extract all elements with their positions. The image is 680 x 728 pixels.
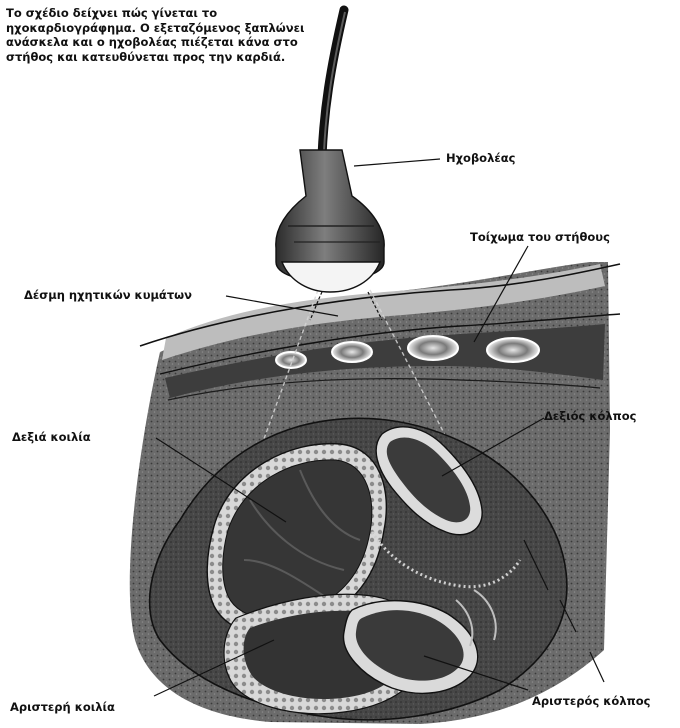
label-left-atrium: Αριστερός κόλπος (532, 694, 650, 708)
figure-caption: Το σχέδιο δείχνει πώς γίνεται το ηχοκαρδ… (6, 6, 306, 64)
label-sound-beam: Δέσμη ηχητικών κυμάτων (24, 288, 192, 302)
probe-face (282, 262, 380, 292)
rib-cross-section (408, 336, 458, 360)
dash-mark (590, 652, 604, 682)
rib-cross-section (332, 342, 372, 362)
leader-transducer (354, 159, 440, 166)
label-left-ventricle: Αριστερή κοιλία (10, 700, 115, 714)
rib-cross-section (487, 338, 539, 362)
label-right-ventricle: Δεξιά κοιλία (12, 430, 91, 444)
label-right-atrium: Δεξιός κόλπος (544, 409, 636, 423)
label-transducer: Ηχοβολέας (446, 151, 515, 165)
label-chest-wall: Τοίχωμα του στήθους (470, 230, 610, 244)
